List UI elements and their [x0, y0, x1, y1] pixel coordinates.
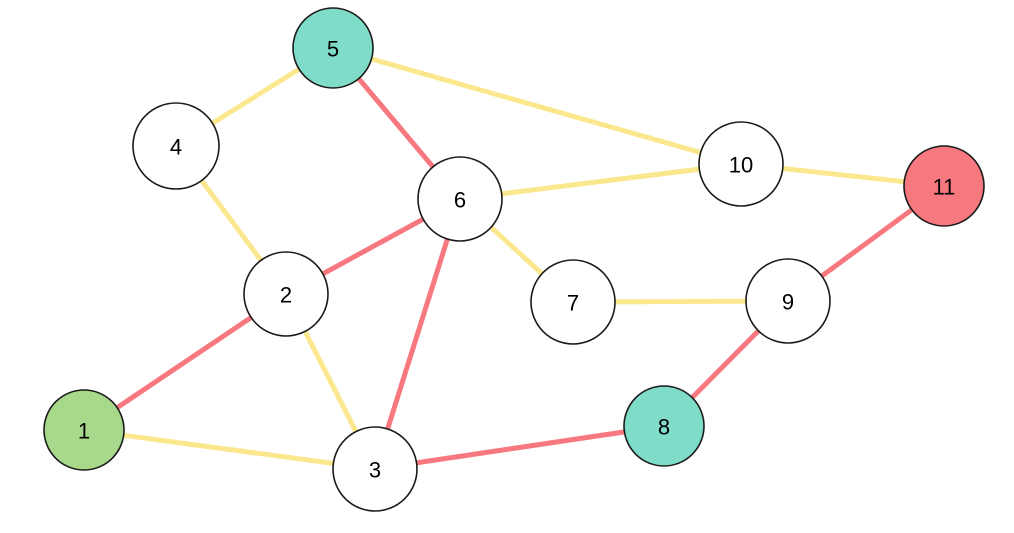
edge-layer	[82, 45, 946, 472]
node-3[interactable]: 3	[332, 426, 418, 512]
node-circle-4[interactable]	[132, 102, 220, 190]
node-10[interactable]: 10	[698, 121, 784, 207]
node-circle-7[interactable]	[530, 259, 616, 345]
node-9[interactable]: 9	[745, 258, 831, 344]
edge-1-3[interactable]	[83, 427, 376, 472]
node-circle-10[interactable]	[698, 121, 784, 207]
node-circle-11[interactable]	[903, 145, 985, 227]
node-circle-3[interactable]	[332, 426, 418, 512]
node-circle-5[interactable]	[292, 7, 374, 89]
node-circle-1[interactable]	[43, 389, 125, 471]
node-circle-9[interactable]	[745, 258, 831, 344]
edge-5-10[interactable]	[332, 45, 742, 167]
node-6[interactable]: 6	[417, 156, 503, 242]
node-circle-6[interactable]	[417, 156, 503, 242]
node-2[interactable]: 2	[243, 251, 329, 337]
edge-6-10[interactable]	[459, 161, 742, 202]
edge-3-8[interactable]	[374, 423, 665, 472]
node-7[interactable]: 7	[530, 259, 616, 345]
node-circle-2[interactable]	[243, 251, 329, 337]
edge-6-3[interactable]	[372, 198, 463, 470]
node-circle-8[interactable]	[623, 385, 705, 467]
node-11[interactable]: 11	[903, 145, 985, 227]
node-4[interactable]: 4	[132, 102, 220, 190]
node-1[interactable]: 1	[43, 389, 125, 471]
node-8[interactable]: 8	[623, 385, 705, 467]
node-5[interactable]: 5	[292, 7, 374, 89]
